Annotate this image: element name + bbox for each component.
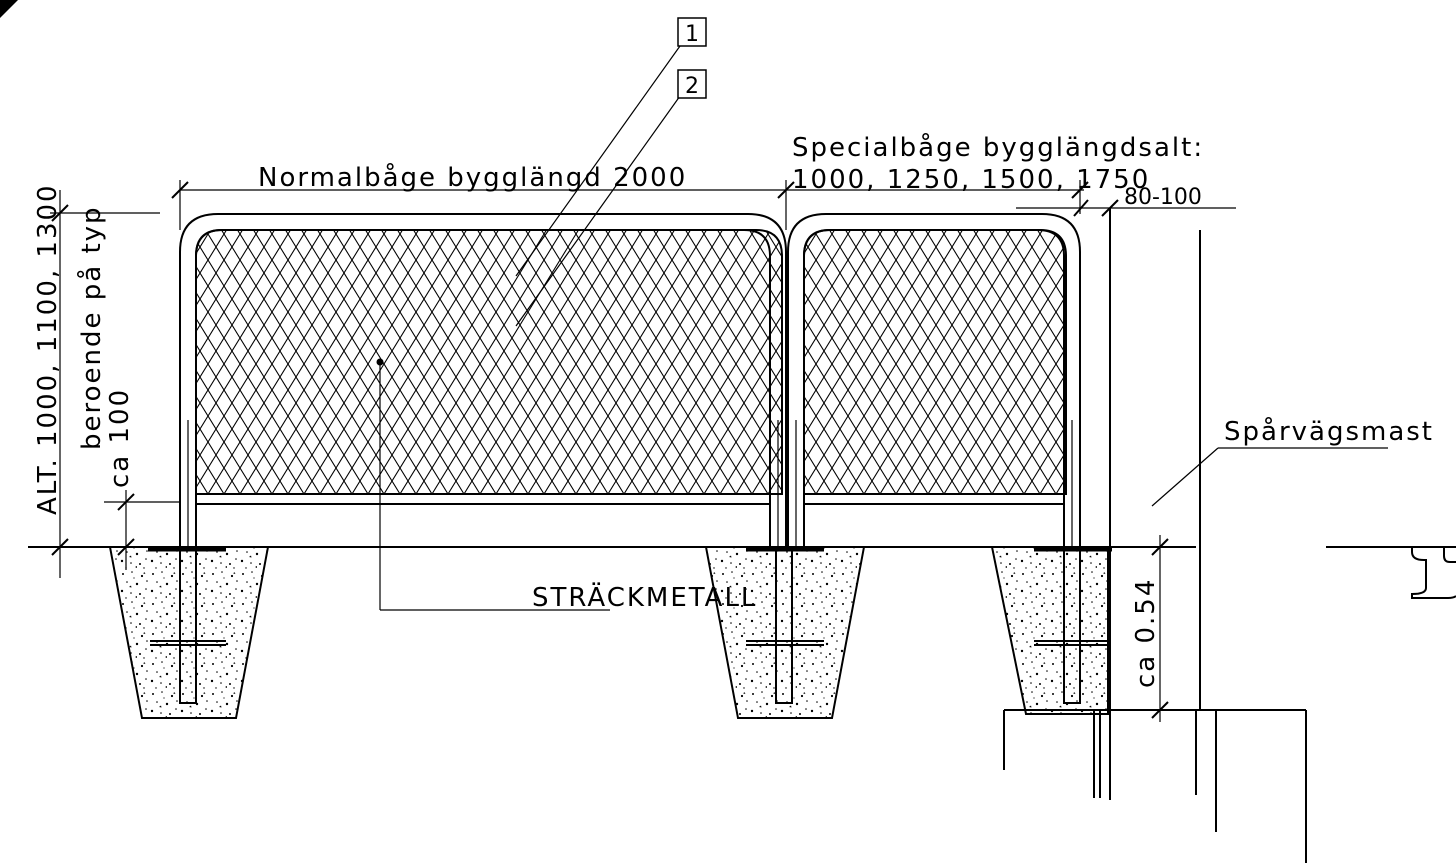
rail-head <box>1443 547 1456 563</box>
dimension-length <box>171 180 1089 230</box>
ca100-label: ca 100 <box>105 388 135 488</box>
svg-text:1: 1 <box>685 22 699 47</box>
special-title-label: Specialbåge bygglängdsalt: <box>792 132 1204 163</box>
gap-label: 80-100 <box>1124 185 1202 210</box>
mesh-label: STRÄCKMETALL <box>532 581 757 613</box>
anchor-bars <box>150 640 1108 646</box>
mesh-panel-normal <box>195 229 783 495</box>
mesh-leader <box>376 358 610 611</box>
special-values-label: 1000, 1250, 1500, 1750 <box>792 165 1150 195</box>
dimension-depth <box>1130 535 1196 722</box>
bow-frame-special <box>787 213 1081 547</box>
dimension-gap <box>1016 199 1236 217</box>
rail-profile <box>1411 547 1456 599</box>
svg-text:2: 2 <box>685 74 699 99</box>
corner-mark <box>0 0 18 18</box>
depth-label: ca 0.54 <box>1131 578 1161 688</box>
posts-underground <box>179 546 1081 704</box>
mesh-panel-special <box>803 229 1067 495</box>
mast-leader <box>1151 447 1388 507</box>
bow-frame-normal <box>179 213 787 547</box>
tag-leaders <box>515 45 681 327</box>
mast-label: Spårvägsmast <box>1224 416 1434 447</box>
dimension-height <box>50 190 180 578</box>
tag-2: 2 <box>677 69 707 99</box>
foundations <box>108 546 1109 719</box>
normal-length-label: Normalbåge bygglängd 2000 <box>258 162 687 193</box>
tag-1: 1 <box>677 17 707 47</box>
height-dep-label: beroende på typ <box>76 205 107 450</box>
height-alt-label: ALT. 1000, 1100, 1300 <box>33 183 63 515</box>
